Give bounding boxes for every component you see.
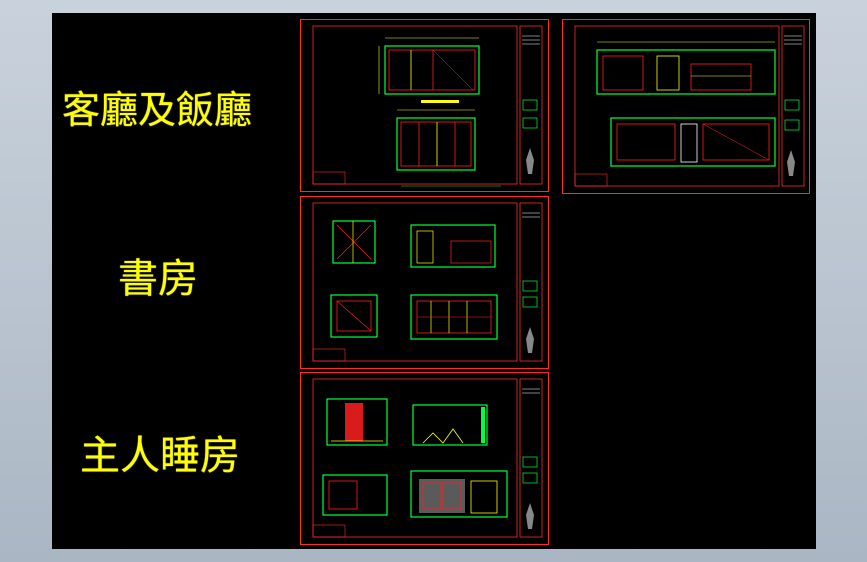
label-master-bedroom: 主人睡房: [80, 433, 240, 479]
sheet-drawing: [312, 378, 543, 538]
drawing-sheet-master-bedroom[interactable]: [300, 372, 549, 545]
drawing-sheet-living-dining[interactable]: [300, 19, 549, 192]
label-study: 書房: [118, 256, 198, 302]
sheet-drawing: [312, 202, 543, 362]
label-living-dining: 客廳及飯廳: [62, 88, 253, 132]
sheet-drawing: [574, 25, 805, 187]
drawing-sheet-study[interactable]: [300, 196, 549, 369]
drawing-canvas: 客廳及飯廳 書房 主人睡房: [52, 13, 816, 549]
sheet-drawing: [312, 25, 543, 187]
drawing-sheet-living-dining-2[interactable]: [562, 19, 810, 194]
